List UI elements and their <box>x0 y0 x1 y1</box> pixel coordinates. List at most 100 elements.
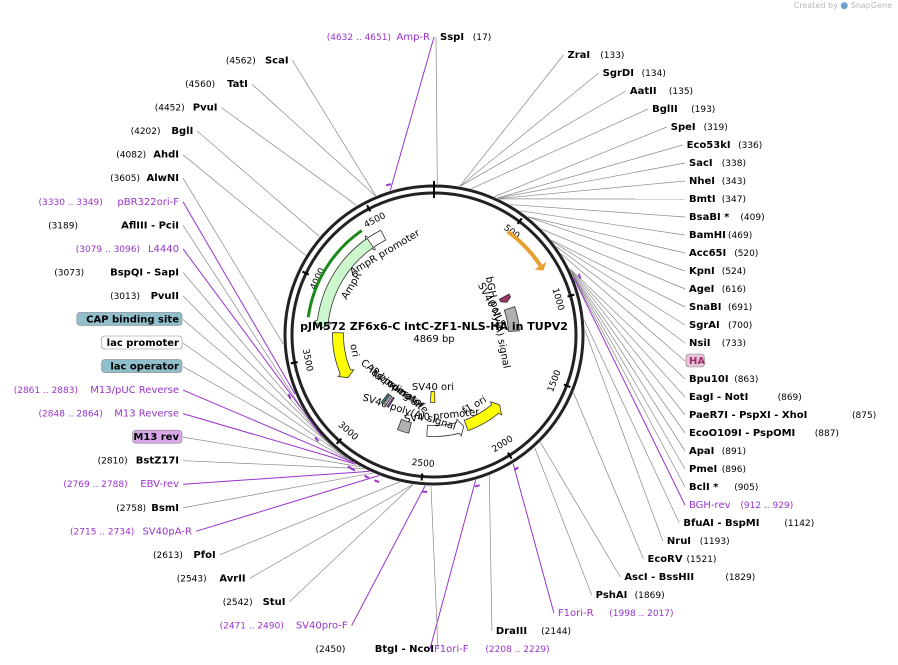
site-label[interactable]: BspQI - SapI(3073) <box>54 267 179 278</box>
site-position: (338) <box>722 159 746 169</box>
site-position: (1829) <box>725 573 755 583</box>
feature-sv40-poly-a-signal[interactable] <box>396 418 412 434</box>
site-name: ZraI <box>567 50 590 61</box>
site-label[interactable]: Amp-R(4632 .. 4651) <box>327 32 430 43</box>
site-label[interactable]: Bpu10I(863) <box>689 374 758 385</box>
site-label[interactable]: M13 rev <box>132 429 183 444</box>
site-label[interactable]: BglI(4202) <box>131 126 194 137</box>
label-leader-line <box>561 253 686 362</box>
site-label[interactable]: PaeR7I - PspXI - XhoI(875) <box>689 410 876 421</box>
feature-f1-ori[interactable] <box>463 401 503 432</box>
site-label[interactable]: Eco53kI(336) <box>687 140 763 151</box>
feature-ori[interactable] <box>332 332 355 379</box>
site-label[interactable]: ZraI(133) <box>567 50 624 61</box>
site-label[interactable]: BamHI(469) <box>689 230 752 241</box>
site-label[interactable]: DraIII(2144) <box>496 626 571 637</box>
site-name: NsiI <box>689 338 710 349</box>
site-label[interactable]: L4440(3079 .. 3096) <box>76 244 179 255</box>
label-leader-line <box>528 216 686 272</box>
site-label[interactable]: KpnI(524) <box>689 266 746 277</box>
site-label[interactable]: NsiI(733) <box>689 338 746 349</box>
site-label[interactable]: SacI(338) <box>689 158 746 169</box>
site-label[interactable]: AlwNI(3605) <box>110 173 179 184</box>
ring-tick-label: 1500 <box>546 368 564 393</box>
site-name: M13 rev <box>133 432 179 443</box>
site-label[interactable]: BmtI(347) <box>689 194 746 205</box>
site-name: SV40pA-R <box>142 526 191 537</box>
feature-lac-promoter[interactable] <box>382 394 393 407</box>
site-label[interactable]: BstZ17I(2810) <box>98 456 179 467</box>
site-label[interactable]: SpeI(319) <box>671 122 728 133</box>
site-position: (1521) <box>687 555 717 565</box>
site-label[interactable]: PmeI(896) <box>689 464 746 475</box>
label-leader-line <box>182 472 373 509</box>
feature-bgh-poly-a-signal[interactable] <box>503 306 520 332</box>
site-label[interactable]: AhdI(4082) <box>116 150 179 161</box>
site-label[interactable]: NruI(1193) <box>667 536 730 547</box>
site-label[interactable]: HA <box>685 353 705 368</box>
site-label[interactable]: PfoI(2613) <box>153 550 216 561</box>
site-label[interactable]: NheI(343) <box>689 176 746 187</box>
site-label[interactable]: AflIII - PciI(3189) <box>48 220 179 231</box>
site-label[interactable]: Acc65I(520) <box>689 248 758 259</box>
site-name: EcoRV <box>648 554 683 565</box>
site-label[interactable]: F1ori-R(1998 .. 2017) <box>558 608 674 619</box>
site-label[interactable]: PvuII(3013) <box>110 291 179 302</box>
site-label[interactable]: AscI - BssHII(1829) <box>624 572 755 583</box>
site-label[interactable]: BsaBI *(409) <box>689 212 765 223</box>
site-label[interactable]: SnaBI(691) <box>689 302 752 313</box>
site-label[interactable]: EagI - NotI(869) <box>689 392 802 403</box>
site-label[interactable]: ScaI(4562) <box>226 56 289 67</box>
site-name: AgeI <box>689 284 714 295</box>
feature-sv40-nls[interactable] <box>498 293 512 303</box>
site-label[interactable]: EBV-rev(2769 .. 2788) <box>63 479 179 490</box>
label-leader-line <box>552 241 686 326</box>
site-name: BglII <box>652 104 678 115</box>
site-label[interactable]: SV40pA-R(2715 .. 2734) <box>70 526 192 537</box>
site-position: (347) <box>722 195 746 205</box>
site-label[interactable]: AgeI(616) <box>689 284 746 295</box>
label-leader-line <box>292 60 377 196</box>
site-name: AvrII <box>219 573 245 584</box>
site-label[interactable]: BtgI - NcoI(2450) <box>315 644 434 655</box>
site-label[interactable]: PshAI(1869) <box>596 590 665 601</box>
label-leader-line <box>459 54 564 187</box>
site-name: SV40pro-F <box>296 620 348 631</box>
site-label[interactable]: StuI(2542) <box>223 597 286 608</box>
site-label[interactable]: BclI *(905) <box>689 482 758 493</box>
site-label[interactable]: lac operator <box>101 359 183 373</box>
site-label[interactable]: TatI(4560) <box>185 79 248 90</box>
site-position: (336) <box>738 141 762 151</box>
site-label[interactable]: F1ori-F(2208 .. 2229) <box>434 644 550 655</box>
site-label[interactable]: lac promoter <box>101 335 183 350</box>
site-label[interactable]: ApaI(891) <box>689 446 746 457</box>
site-label[interactable]: AatII(135) <box>630 86 693 97</box>
site-label[interactable]: AvrII(2543) <box>177 573 246 584</box>
label-leader-line <box>570 270 686 416</box>
site-label[interactable]: SspI(17) <box>440 32 491 43</box>
feature-sv40-ori[interactable] <box>430 391 436 403</box>
ring-tick <box>567 293 575 298</box>
site-label[interactable]: M13/pUC Reverse(2861 .. 2883) <box>14 385 179 396</box>
site-label[interactable]: BglII(193) <box>652 104 715 115</box>
ring-tick <box>335 437 343 445</box>
site-name: AlwNI <box>147 173 180 184</box>
label-leader-line <box>510 204 686 218</box>
site-position: (319) <box>704 123 728 133</box>
site-label[interactable]: EcoO109I - PspOMI(887) <box>689 428 839 439</box>
site-label[interactable]: SV40pro-F(2471 .. 2490) <box>220 620 348 631</box>
site-label[interactable]: BsmI(2758) <box>116 503 179 514</box>
feature-ampr[interactable] <box>313 237 374 329</box>
site-label[interactable]: PvuI(4452) <box>155 103 218 114</box>
feature-sv40-promoter[interactable] <box>426 418 465 437</box>
site-label[interactable]: SgrDI(134) <box>603 68 666 79</box>
site-label[interactable]: pBR322ori-F(3330 .. 3349) <box>39 197 180 208</box>
site-label[interactable]: CAP binding site <box>76 312 183 326</box>
site-label[interactable]: BGH-rev(912 .. 929) <box>689 500 793 511</box>
site-label[interactable]: M13 Reverse(2848 .. 2864) <box>39 409 179 420</box>
feature-cap-binding-site[interactable] <box>380 393 390 404</box>
site-label[interactable]: SgrAI(700) <box>689 320 752 331</box>
site-label[interactable]: EcoRV (1521) <box>648 554 717 565</box>
site-label[interactable]: BfuAI - BspMI(1142) <box>683 518 814 529</box>
feature-lac-operator[interactable] <box>386 396 395 408</box>
